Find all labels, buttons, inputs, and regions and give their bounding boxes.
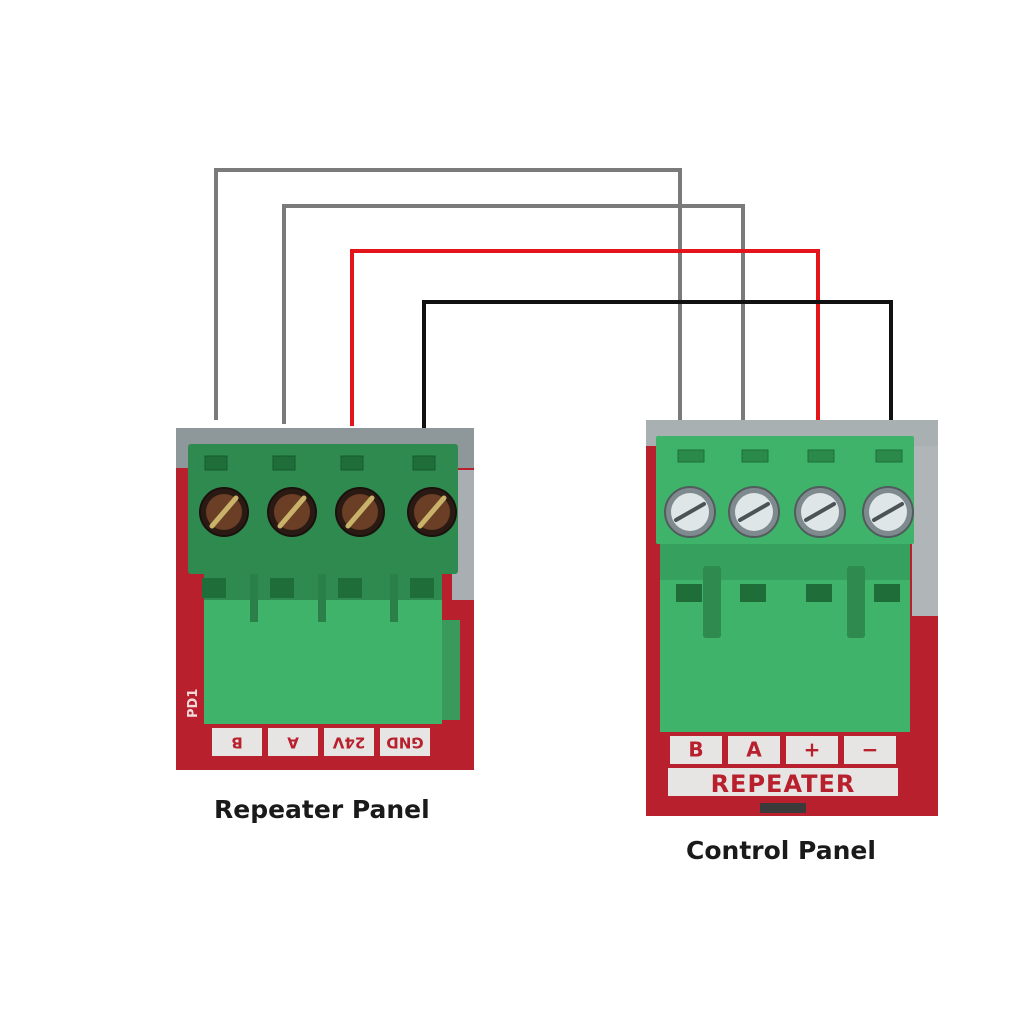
control-terminal-window <box>741 449 769 463</box>
control-label-box <box>844 736 896 764</box>
repeater-terminal-block-top <box>188 444 458 574</box>
repeater-screw[interactable] <box>335 487 385 537</box>
control-terminal-windows <box>677 449 903 463</box>
control-terminal-window <box>875 449 903 463</box>
control-panel-board: B A + − REPEATER <box>646 420 938 816</box>
control-terminal-label: B <box>688 738 703 762</box>
repeater-panel-board: PD1 B A 24V GND <box>176 428 474 770</box>
control-plug-slot <box>874 584 900 602</box>
control-screw[interactable] <box>664 486 716 538</box>
repeater-side-text: PD1 <box>186 689 201 718</box>
control-plug-slot <box>806 584 832 602</box>
wire-a <box>282 204 745 432</box>
repeater-panel-caption: Repeater Panel <box>214 795 430 824</box>
repeater-terminal-label: B <box>231 734 242 752</box>
control-label-box <box>786 736 838 764</box>
control-screw[interactable] <box>728 486 780 538</box>
control-plug-slot <box>740 584 766 602</box>
repeater-screw[interactable] <box>407 487 457 537</box>
repeater-terminal-windows <box>204 455 436 471</box>
control-header-label: REPEATER <box>711 770 856 798</box>
repeater-terminal-label: GND <box>386 734 423 752</box>
control-label-box <box>728 736 780 764</box>
control-panel-caption: Control Panel <box>686 836 876 865</box>
repeater-label-box <box>324 728 374 756</box>
control-terminal-label: A <box>746 738 762 762</box>
wire-power <box>350 249 820 432</box>
control-terminal-labels: B A + − <box>670 736 896 764</box>
control-screw[interactable] <box>862 486 914 538</box>
repeater-label-box <box>380 728 430 756</box>
control-header-plate <box>668 768 898 796</box>
control-terminal-block-top <box>656 436 914 544</box>
repeater-terminal-window <box>272 455 296 471</box>
control-plug-rib <box>703 566 721 638</box>
repeater-terminal-window <box>412 455 436 471</box>
wires <box>214 168 893 432</box>
repeater-screw[interactable] <box>199 487 249 537</box>
repeater-label-box <box>212 728 262 756</box>
control-terminal-window <box>807 449 835 463</box>
repeater-plug-slot <box>338 578 362 598</box>
repeater-terminal-window <box>340 455 364 471</box>
control-label-box <box>670 736 722 764</box>
repeater-terminal-label: A <box>287 734 299 752</box>
repeater-terminal-labels: B A 24V GND <box>212 728 430 756</box>
repeater-terminal-window <box>204 455 228 471</box>
repeater-plug-ribs <box>202 574 434 622</box>
control-plug-rib <box>847 566 865 638</box>
control-plug-ribs <box>676 566 900 638</box>
repeater-screw[interactable] <box>267 487 317 537</box>
repeater-label-box <box>268 728 318 756</box>
repeater-terminal-label: 24V <box>332 734 365 752</box>
wire-ground <box>422 300 893 432</box>
control-plug-slots <box>660 544 910 580</box>
repeater-screws <box>199 487 457 537</box>
repeater-plug-rib <box>250 574 258 622</box>
control-pcb-rightshade <box>912 446 938 616</box>
control-screw[interactable] <box>794 486 846 538</box>
repeater-plug-rib <box>318 574 326 622</box>
control-plug-slot <box>676 584 702 602</box>
control-screws <box>664 486 914 538</box>
repeater-plug-slot <box>410 578 434 598</box>
repeater-plug-side <box>442 620 460 720</box>
control-terminal-label: + <box>804 738 821 762</box>
repeater-plug-slot <box>202 578 226 598</box>
repeater-plug-rib <box>390 574 398 622</box>
control-terminal-window <box>677 449 705 463</box>
repeater-plug-slot <box>270 578 294 598</box>
control-terminal-label: − <box>862 738 879 762</box>
control-connector-nub <box>760 803 806 813</box>
